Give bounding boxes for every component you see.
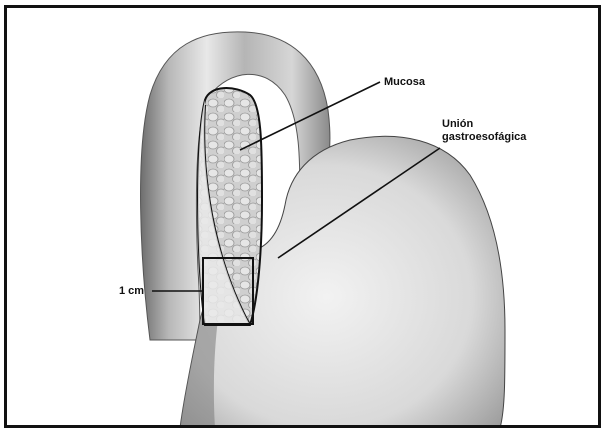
anatomy-illustration [7, 8, 598, 425]
length-label: 1 cm [119, 285, 144, 297]
union-label-line2: gastroesofágica [442, 131, 526, 143]
figure-frame [4, 5, 601, 428]
mucosa-label: Mucosa [384, 76, 425, 88]
union-label-line1: Unión [442, 118, 473, 130]
